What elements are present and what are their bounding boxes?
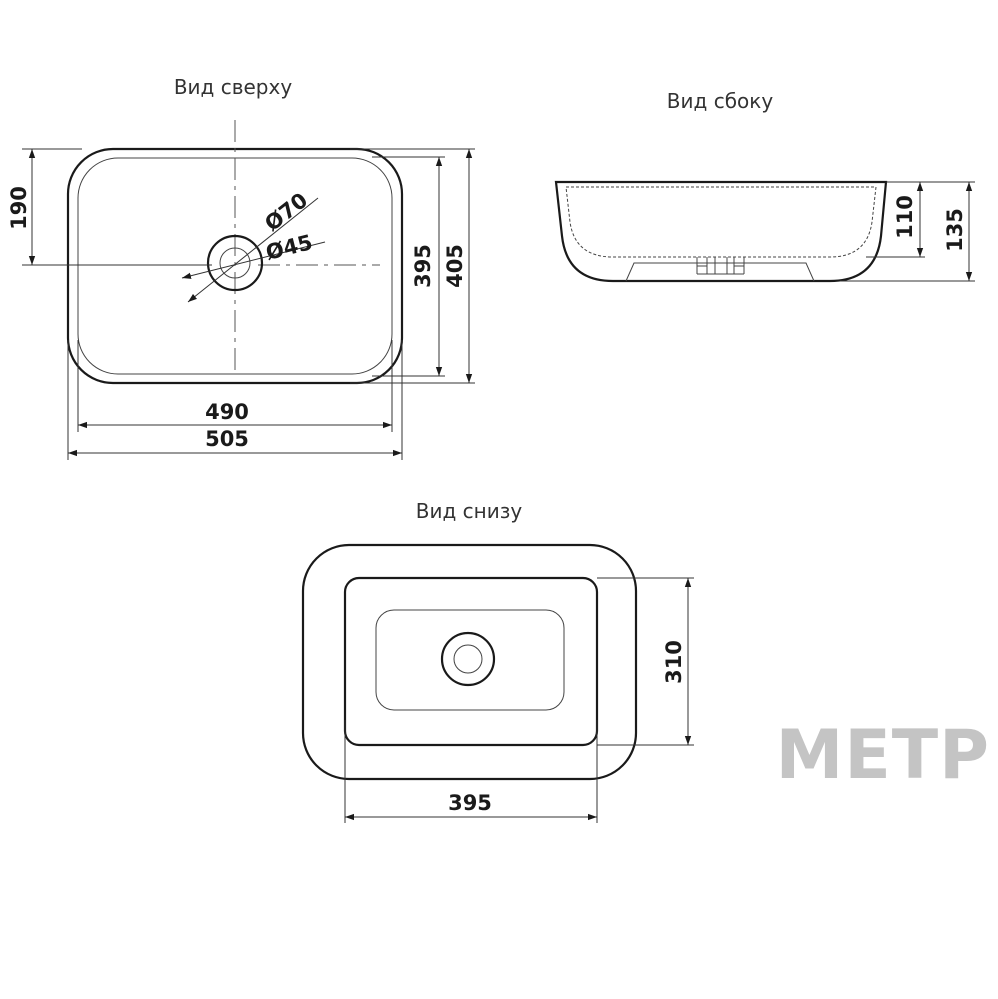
dim-505-label: 505 — [205, 427, 249, 451]
drain-d70-label: Ø70 — [260, 188, 312, 236]
side-foot-recess — [625, 262, 815, 282]
dim-bottom-395-label: 395 — [448, 791, 492, 815]
bottom-foot — [343, 576, 599, 747]
dim-490-label: 490 — [205, 400, 249, 424]
top-drain-inner — [219, 247, 251, 279]
side-drain-fitting — [696, 257, 745, 275]
top-view: Вид сверху Ø70 Ø45 190 395 405 — [7, 75, 475, 460]
dim-110-label: 110 — [893, 195, 917, 239]
dim-135-label: 135 — [943, 208, 967, 252]
dim-310-label: 310 — [662, 640, 686, 684]
dim-190-label: 190 — [7, 186, 31, 230]
side-view-title: Вид сбоку — [667, 89, 774, 113]
bottom-drain-inner — [453, 644, 483, 674]
top-view-title: Вид сверху — [174, 75, 293, 99]
side-basin-inner-contour — [565, 186, 877, 258]
dim-top-395-label: 395 — [411, 244, 435, 288]
side-basin-outline — [554, 180, 888, 283]
top-drain-outer — [206, 234, 264, 292]
drain-d45-leader — [181, 241, 326, 279]
bottom-view-title: Вид снизу — [416, 499, 523, 523]
side-view: Вид сбоку 110 135 — [554, 89, 975, 283]
dim-top-405-label: 405 — [443, 244, 467, 288]
bottom-basin-outer — [301, 543, 638, 781]
bottom-view: Вид снизу 310 395 — [301, 499, 694, 823]
bottom-recess — [375, 609, 565, 711]
drain-d70-leader — [187, 197, 319, 303]
brand-logo: МЕТР — [776, 716, 990, 795]
bottom-drain-outer — [440, 631, 496, 687]
